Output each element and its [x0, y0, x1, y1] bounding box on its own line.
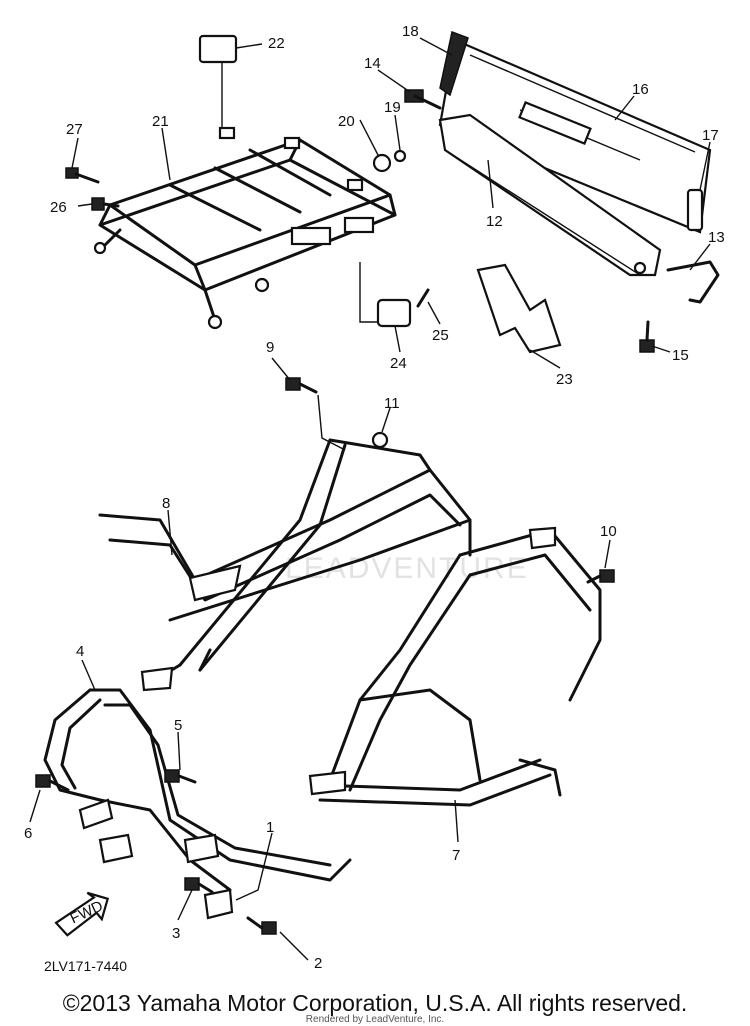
part-22-block — [198, 34, 238, 64]
leader-lines — [29, 37, 711, 961]
part-27-bolt — [65, 167, 100, 184]
part-21-seat-frame — [93, 126, 397, 330]
part-20-nut — [372, 153, 392, 173]
callout-11: 11 — [384, 395, 400, 412]
copyright-notice: ©2013 Yamaha Motor Corporation, U.S.A. A… — [62, 990, 688, 1016]
callout-25: 25 — [432, 327, 449, 344]
part-9-bolt — [285, 377, 318, 394]
callout-19: 19 — [384, 99, 401, 116]
part-23-block — [476, 263, 562, 354]
callout-10: 10 — [600, 523, 617, 540]
part-11-nut — [371, 431, 389, 449]
callout-14: 14 — [364, 55, 381, 72]
part-5-bolt — [164, 769, 197, 784]
callout-20: 20 — [338, 113, 355, 130]
part-6-bolt — [35, 774, 70, 792]
callout-3: 3 — [172, 925, 180, 942]
callouts: 1 2 3 4 5 6 7 8 9 10 11 12 13 14 15 16 1… — [24, 23, 725, 972]
callout-22: 22 — [268, 35, 285, 52]
callout-5: 5 — [174, 717, 182, 734]
callout-2: 2 — [314, 955, 322, 972]
callout-27: 27 — [66, 121, 83, 138]
callout-1: 1 — [266, 819, 274, 836]
part-4-front-frame — [43, 688, 352, 920]
part-15-bolt — [639, 320, 655, 353]
diagram-code: 2LV171-7440 — [44, 958, 128, 974]
part-18-plate — [439, 30, 469, 97]
part-3-bolt — [184, 877, 214, 894]
callout-18: 18 — [402, 23, 419, 40]
part-8-rear-frame — [98, 438, 472, 692]
callout-17: 17 — [702, 127, 719, 144]
callout-8: 8 — [162, 495, 170, 512]
callout-12: 12 — [486, 213, 503, 230]
part-12-bracket — [438, 113, 662, 277]
fwd-arrow-icon: FWD — [54, 891, 110, 937]
callout-26: 26 — [50, 199, 67, 216]
callout-13: 13 — [708, 229, 725, 246]
part-25-screw — [416, 288, 430, 308]
part-24-cushion — [376, 298, 412, 328]
callout-21: 21 — [152, 113, 169, 130]
part-2-bolt — [246, 916, 277, 935]
part-16-cover — [438, 38, 712, 234]
callout-4: 4 — [76, 643, 84, 660]
callout-16: 16 — [632, 81, 649, 98]
callout-9: 9 — [266, 339, 274, 356]
part-7-side-frame — [308, 526, 602, 807]
callout-24: 24 — [390, 355, 407, 372]
callout-23: 23 — [556, 371, 573, 388]
rendered-by-note: Rendered by LeadVenture, Inc. — [305, 1014, 445, 1025]
part-19-washer — [393, 149, 407, 163]
callout-15: 15 — [672, 347, 689, 364]
part-13-strap — [666, 260, 720, 304]
part-17-pad — [686, 188, 704, 232]
watermark: LEADVENTURE — [285, 552, 529, 585]
callout-6: 6 — [24, 825, 32, 842]
callout-7: 7 — [452, 847, 460, 864]
part-14-clip — [404, 89, 442, 110]
part-10-bolt — [586, 569, 615, 584]
